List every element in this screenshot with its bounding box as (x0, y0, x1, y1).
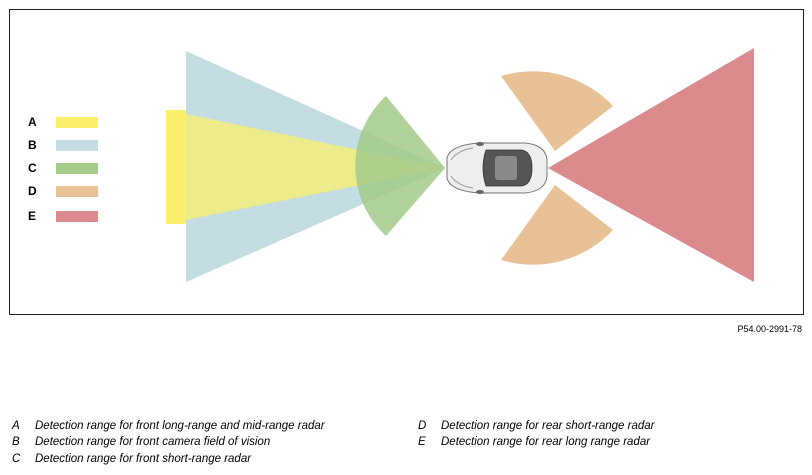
caption-text: Detection range for rear long range rada… (441, 436, 651, 448)
legend-item-b: B (28, 138, 98, 152)
legend-item-a: A (28, 115, 98, 129)
caption-b: B Detection range for front camera field … (12, 436, 270, 448)
vehicle-top-view (446, 142, 548, 194)
diagram-frame (9, 9, 804, 315)
sensor-range-diagram (166, 48, 754, 282)
legend-item-c: C (28, 161, 98, 175)
legend-letter: C (28, 161, 37, 175)
caption-text: Detection range for front short-range ra… (35, 453, 252, 465)
caption-text: Detection range for front camera field o… (35, 436, 271, 448)
zone-d-area-lower (501, 185, 613, 265)
legend-swatch (56, 162, 98, 174)
caption-text: Detection range for front long-range and… (35, 420, 325, 432)
legend-item-d: D (28, 184, 98, 198)
caption-a: A Detection range for front long-range an… (12, 420, 325, 432)
caption-letter: A (12, 420, 20, 432)
caption-letter: D (418, 420, 427, 432)
caption-letter: E (418, 436, 426, 448)
caption-e: E Detection range for rear long range rad… (418, 436, 650, 448)
zone-e-area (548, 48, 754, 282)
legend-letter: D (28, 184, 37, 198)
legend-swatch (56, 139, 98, 151)
zone-c-area (355, 96, 445, 236)
caption-c: C Detection range for front short-range r… (12, 453, 251, 465)
legend-swatch (56, 116, 98, 128)
caption-letter: B (12, 436, 20, 448)
legend-letter: B (28, 138, 37, 152)
legend-swatch (56, 185, 98, 197)
zone-d-area-upper (501, 71, 613, 151)
caption-letter: C (12, 453, 21, 465)
figure-reference-number: P54.00-2991-78 (737, 324, 802, 334)
zone-a-overlap (186, 114, 445, 220)
legend-letter: E (28, 209, 37, 223)
legend-item-e: E (28, 209, 98, 223)
legend-letter: A (28, 115, 37, 129)
legend-swatch (56, 210, 98, 222)
caption-text: Detection range for rear short-range rad… (441, 420, 655, 432)
caption-d: D Detection range for rear short-range ra… (418, 420, 655, 432)
